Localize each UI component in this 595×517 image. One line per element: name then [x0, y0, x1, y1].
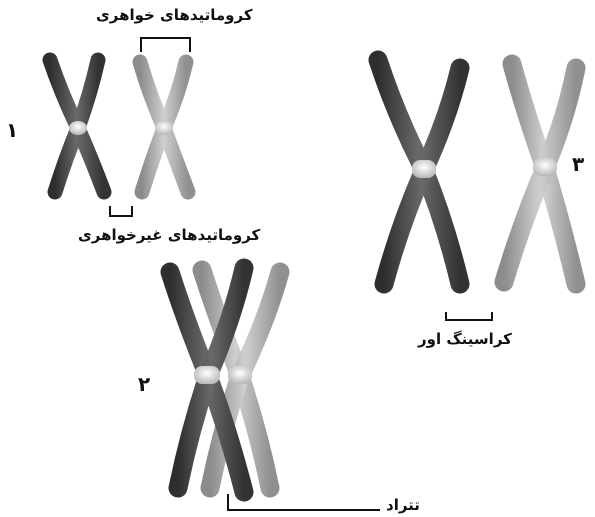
sister-chromatids-label: کروماتیدهای خواهری [96, 6, 253, 24]
centromere [155, 121, 173, 135]
non-sister-chromatids-bracket [110, 206, 132, 216]
crossing-over-marker [446, 312, 492, 320]
chromosome-pair-3 [378, 60, 576, 320]
centromere [533, 158, 557, 176]
chromosome-pair-1 [50, 38, 190, 216]
tetrad-label: تتراد [386, 496, 420, 514]
stage-number-2: ۲ [138, 372, 150, 396]
light-chromosome [504, 64, 576, 284]
tetrad [170, 268, 380, 510]
stage-number-1: ۱ [6, 118, 18, 142]
dark-chromosome [50, 60, 104, 192]
sister-chromatids-bracket [141, 38, 190, 52]
centromere [69, 121, 87, 135]
light-chromosome [140, 62, 188, 192]
non-sister-chromatids-label: کروماتیدهای غیرخواهری [78, 226, 260, 244]
centromere [194, 366, 220, 384]
centromere [412, 160, 436, 178]
crossing-over-label: کراسینگ اور [418, 330, 512, 348]
stage-number-3: ۳ [572, 152, 584, 176]
centromere [228, 366, 252, 384]
dark-chromosome [378, 60, 460, 284]
